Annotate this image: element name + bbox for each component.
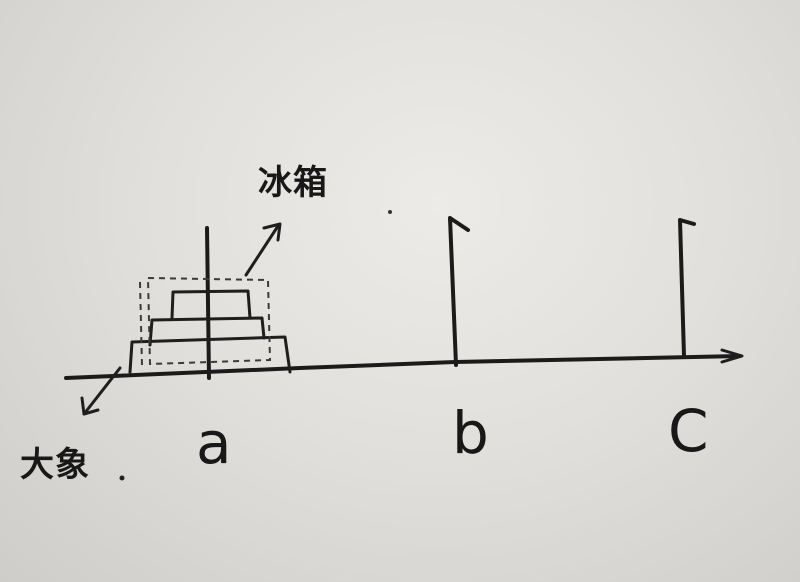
pencil-dot: [119, 475, 125, 481]
ground-line-arrow: [720, 348, 744, 364]
fridge-label: 冰箱: [258, 163, 328, 203]
elephant-label: 大象: [20, 445, 90, 485]
peg-b-pole: [448, 216, 470, 367]
fridge-dashed-box: [146, 276, 272, 366]
disk-medium: [148, 316, 266, 347]
fridge-arrow-shaft: [244, 224, 280, 277]
disk-stack: [128, 289, 292, 374]
peg-b-label: b: [452, 399, 489, 467]
pencil-dot: [388, 210, 392, 214]
fridge-arrow-head: [262, 222, 282, 242]
elephant-arrow-shaft: [82, 366, 122, 416]
peg-a-label: a: [196, 409, 232, 477]
disk-small: [170, 289, 252, 320]
disk-large: [128, 335, 292, 374]
ground-line: [64, 354, 742, 380]
fridge-dashed-side: [139, 281, 143, 367]
peg-a-pole: [205, 226, 211, 380]
peg-c-pole: [678, 218, 696, 358]
peg-c-label: C: [668, 397, 709, 465]
elephant-arrow-head: [80, 396, 100, 416]
